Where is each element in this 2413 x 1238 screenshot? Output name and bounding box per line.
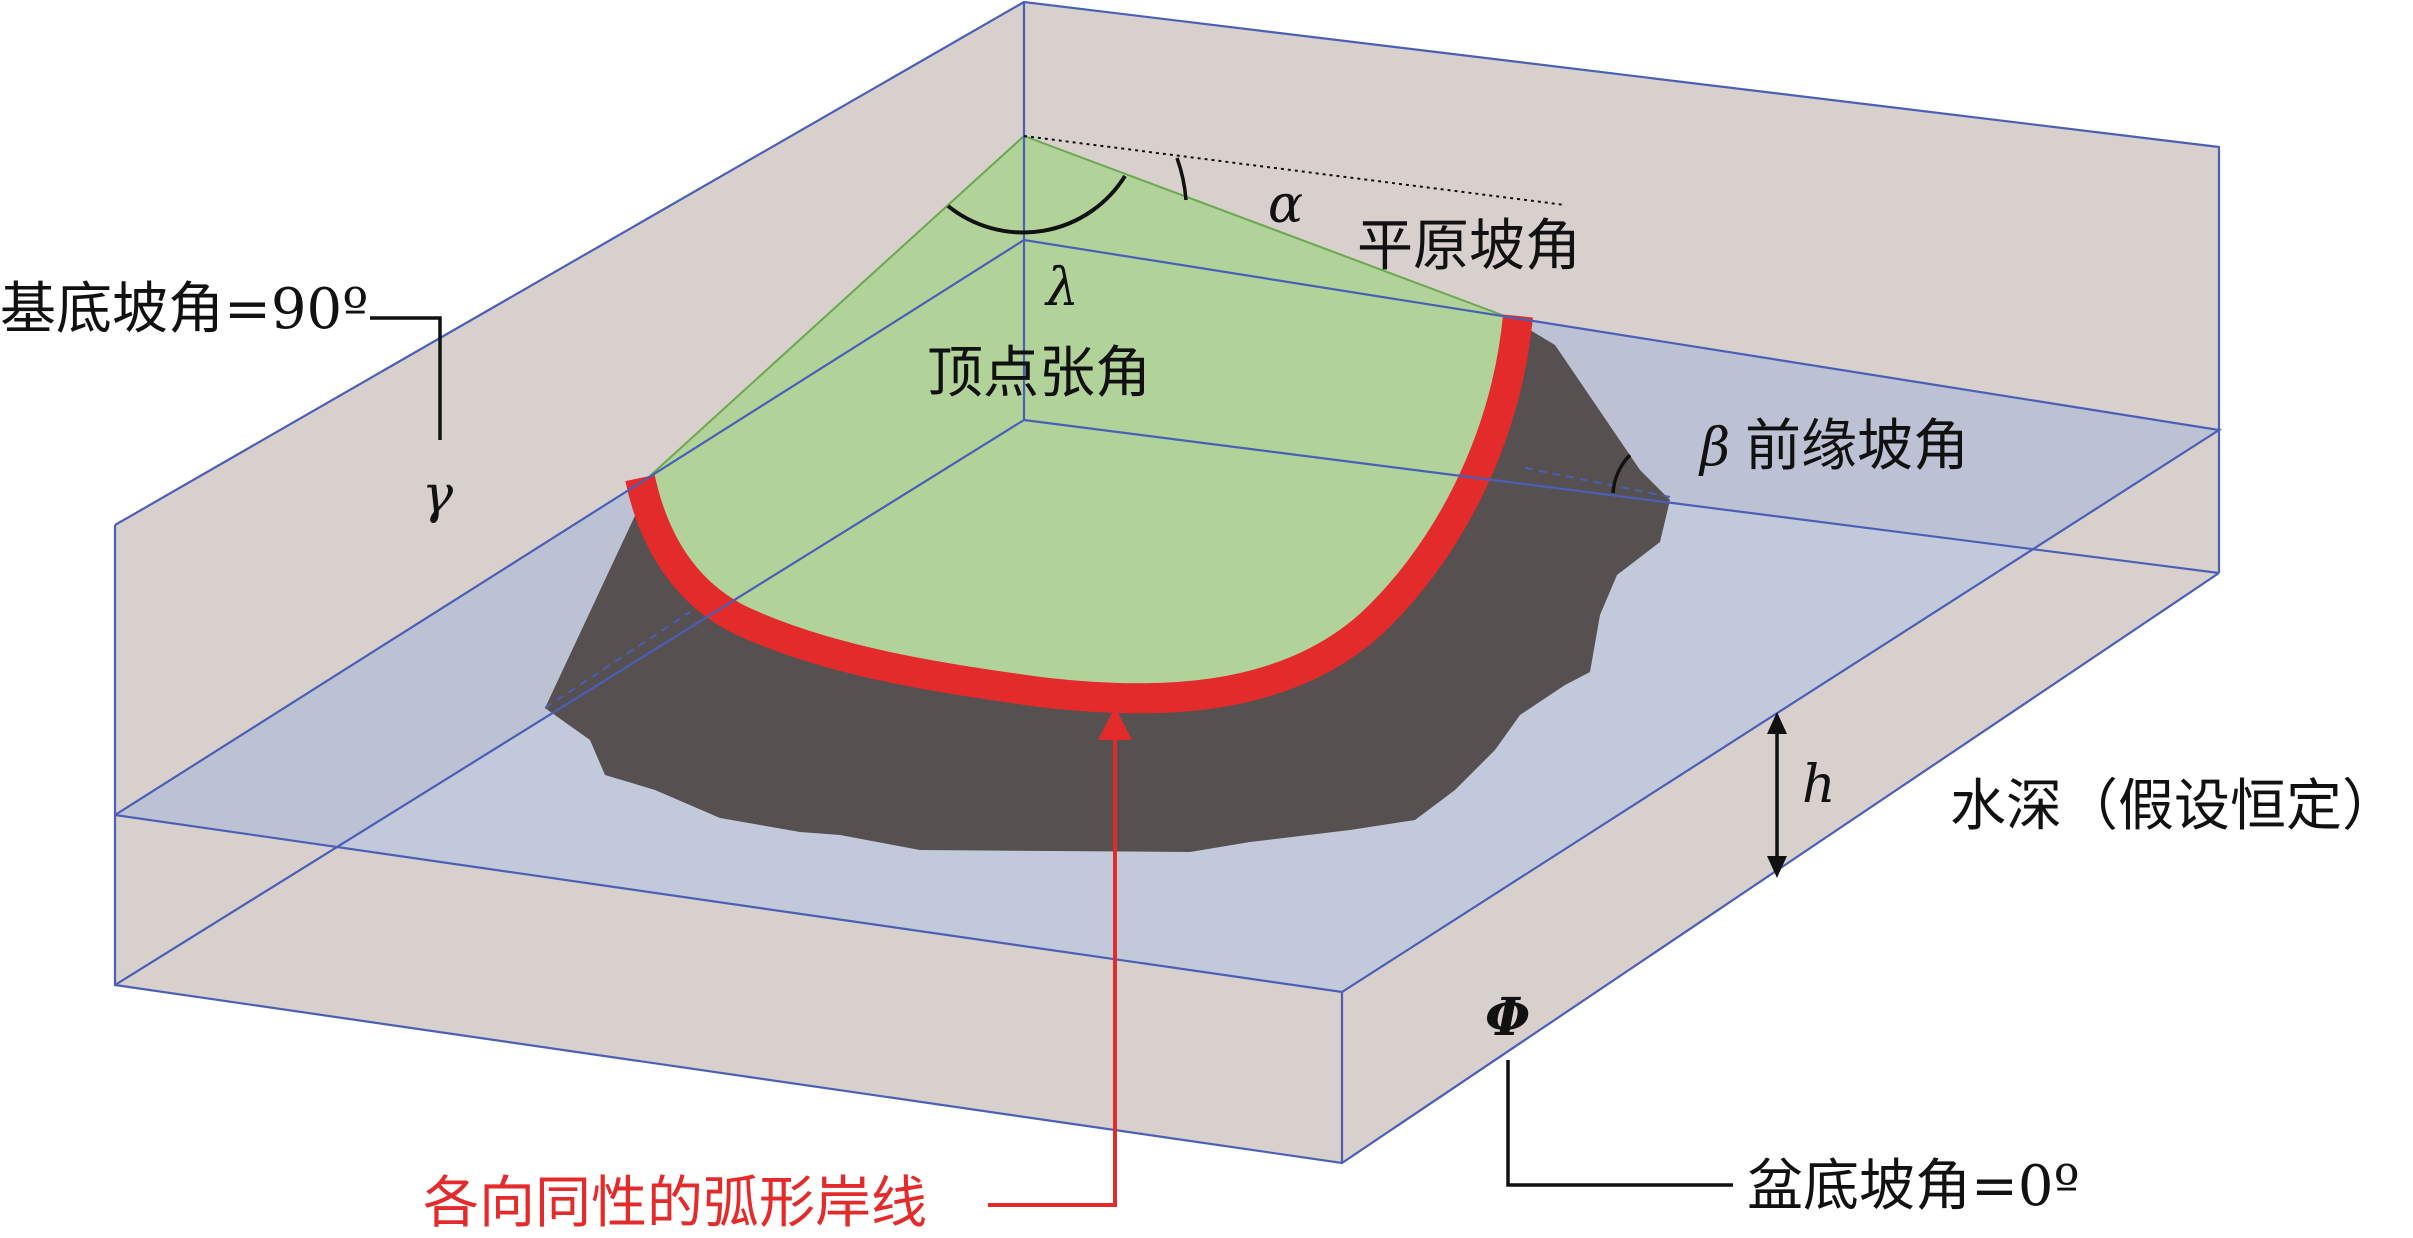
base-slope-label: 基底坡角=90º — [0, 277, 369, 342]
shoreline-arrowhead — [1098, 707, 1132, 740]
basin-slope-leader — [1506, 1060, 1733, 1187]
apex-angle-label: 顶点张角 — [927, 341, 1151, 406]
h-symbol: h — [1802, 755, 1836, 815]
shoreline-leader — [988, 720, 1117, 1207]
alpha-arc — [1175, 157, 1188, 201]
depth-arrowhead-up — [1767, 712, 1787, 734]
basin-slope-label: 盆底坡角=0º — [1747, 1154, 2080, 1219]
water-line-dashed-left — [544, 611, 691, 709]
lambda-symbol: λ — [1044, 258, 1079, 318]
lambda-arc — [946, 174, 1127, 235]
base-slope-leader — [370, 316, 442, 440]
shoreline-label: 各向同性的弧形岸线 — [423, 1171, 927, 1233]
beta-symbol: β — [1698, 418, 1730, 478]
front-slope-label: 前缘坡角 — [1745, 414, 1969, 479]
beta-arc — [1611, 453, 1632, 494]
gamma-symbol: γ — [422, 465, 454, 525]
phi-symbol: Φ — [1485, 987, 1530, 1048]
water-line-dashed-right — [1524, 467, 1671, 498]
depth-arrowhead-down — [1767, 856, 1787, 878]
front-wall — [115, 815, 1342, 1163]
right-wall — [1342, 430, 2219, 1163]
alpha-symbol: α — [1268, 175, 1303, 235]
water-depth-label: 水深（假设恒定） — [1950, 774, 2398, 839]
plain-slope-label: 平原坡角 — [1357, 214, 1581, 279]
